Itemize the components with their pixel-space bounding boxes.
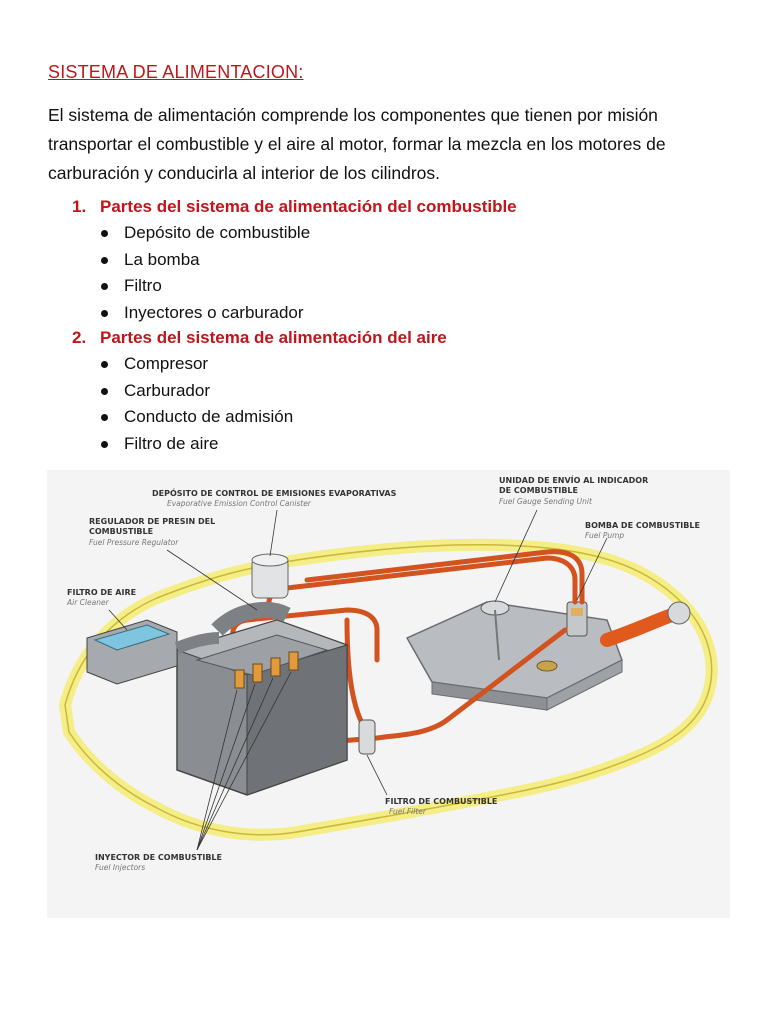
section-fuel: 1. Partes del sistema de alimentación del… xyxy=(72,194,752,326)
label-sender-en: Fuel Gauge Sending Unit xyxy=(499,497,593,506)
page-title: SISTEMA DE ALIMENTACION: xyxy=(48,62,304,82)
list-item-text: Depósito de combustible xyxy=(124,223,311,242)
list-item-text: Filtro xyxy=(124,276,162,295)
list-item: Compresor xyxy=(72,351,752,378)
fuel-system-diagram: DEPÓSITO DE CONTROL DE EMISIONES EVAPORA… xyxy=(47,470,730,918)
label-regulator-en: Fuel Pressure Regulator xyxy=(89,538,179,547)
label-regulator: REGULADOR DE PRESIN DEL xyxy=(89,517,215,526)
bullet-icon xyxy=(101,283,108,290)
list-item: La bomba xyxy=(72,247,752,274)
bullet-icon xyxy=(101,387,108,395)
air-filter xyxy=(86,619,220,685)
list-item-text: Inyectores o carburador xyxy=(124,302,304,322)
bullet-icon xyxy=(101,256,108,264)
list-item-text: Carburador xyxy=(124,380,210,400)
fuel-parts-list: Depósito de combustible La bomba Filtro … xyxy=(72,220,752,326)
diagram-canvas: DEPÓSITO DE CONTROL DE EMISIONES EVAPORA… xyxy=(59,474,718,872)
label-regulator-2: COMBUSTIBLE xyxy=(89,527,153,536)
bullet-icon xyxy=(101,361,108,368)
list-item-text: Conducto de admisión xyxy=(124,407,294,426)
list-item-text: Filtro de aire xyxy=(124,433,219,453)
label-fuel-filter-en: Fuel Filter xyxy=(389,807,427,816)
filler-neck xyxy=(600,608,679,647)
evap-canister xyxy=(251,553,289,599)
list-item: Carburador xyxy=(72,378,752,405)
bullet-icon xyxy=(101,309,108,317)
list-item: Conducto de admisión xyxy=(72,404,752,431)
fuel-tank xyxy=(405,600,623,711)
injectors xyxy=(234,651,299,689)
intro-paragraph: El sistema de alimentación comprende los… xyxy=(48,105,666,183)
label-air-filter: FILTRO DE AIRE xyxy=(67,588,136,597)
label-canister: DEPÓSITO DE CONTROL DE EMISIONES EVAPORA… xyxy=(152,487,397,498)
section-title: Partes del sistema de alimentación del a… xyxy=(100,328,447,347)
section-number: 2. xyxy=(72,328,87,347)
label-fuel-filter: FILTRO DE COMBUSTIBLE xyxy=(385,797,497,806)
fuel-pump xyxy=(566,601,588,637)
list-item-text: La bomba xyxy=(124,249,200,269)
label-injector: INYECTOR DE COMBUSTIBLE xyxy=(95,853,222,862)
label-sender: UNIDAD DE ENVÍO AL INDICADOR xyxy=(499,474,648,485)
label-air-filter-en: Air Cleaner xyxy=(66,598,110,607)
section-heading: 2. Partes del sistema de alimentación del… xyxy=(72,325,752,351)
list-item: Inyectores o carburador xyxy=(72,300,752,327)
section-number: 1. xyxy=(72,197,87,216)
section-air: 2. Partes del sistema de alimentación del… xyxy=(72,325,752,457)
section-heading: 1. Partes del sistema de alimentación del… xyxy=(72,194,752,220)
label-pump-en: Fuel Pump xyxy=(585,531,624,540)
bullet-icon xyxy=(101,440,108,448)
list-item: Filtro de aire xyxy=(72,431,752,458)
list-item: Filtro xyxy=(72,273,752,300)
list-item-text: Compresor xyxy=(124,354,209,373)
label-pump: BOMBA DE COMBUSTIBLE xyxy=(585,521,700,530)
label-sender-2: DE COMBUSTIBLE xyxy=(499,486,578,495)
section-title: Partes del sistema de alimentación del c… xyxy=(100,197,517,216)
air-parts-list: Compresor Carburador Conducto de admisió… xyxy=(72,351,752,457)
list-item: Depósito de combustible xyxy=(72,220,752,247)
bullet-icon xyxy=(101,230,108,237)
label-injector-en: Fuel Injectors xyxy=(95,863,145,872)
label-canister-en: Evaporative Emission Control Canister xyxy=(167,499,312,508)
leader-lines xyxy=(108,509,608,851)
bullet-icon xyxy=(101,414,108,421)
car-body-outline xyxy=(59,538,718,841)
engine xyxy=(175,602,349,796)
fuel-filter xyxy=(358,719,376,755)
